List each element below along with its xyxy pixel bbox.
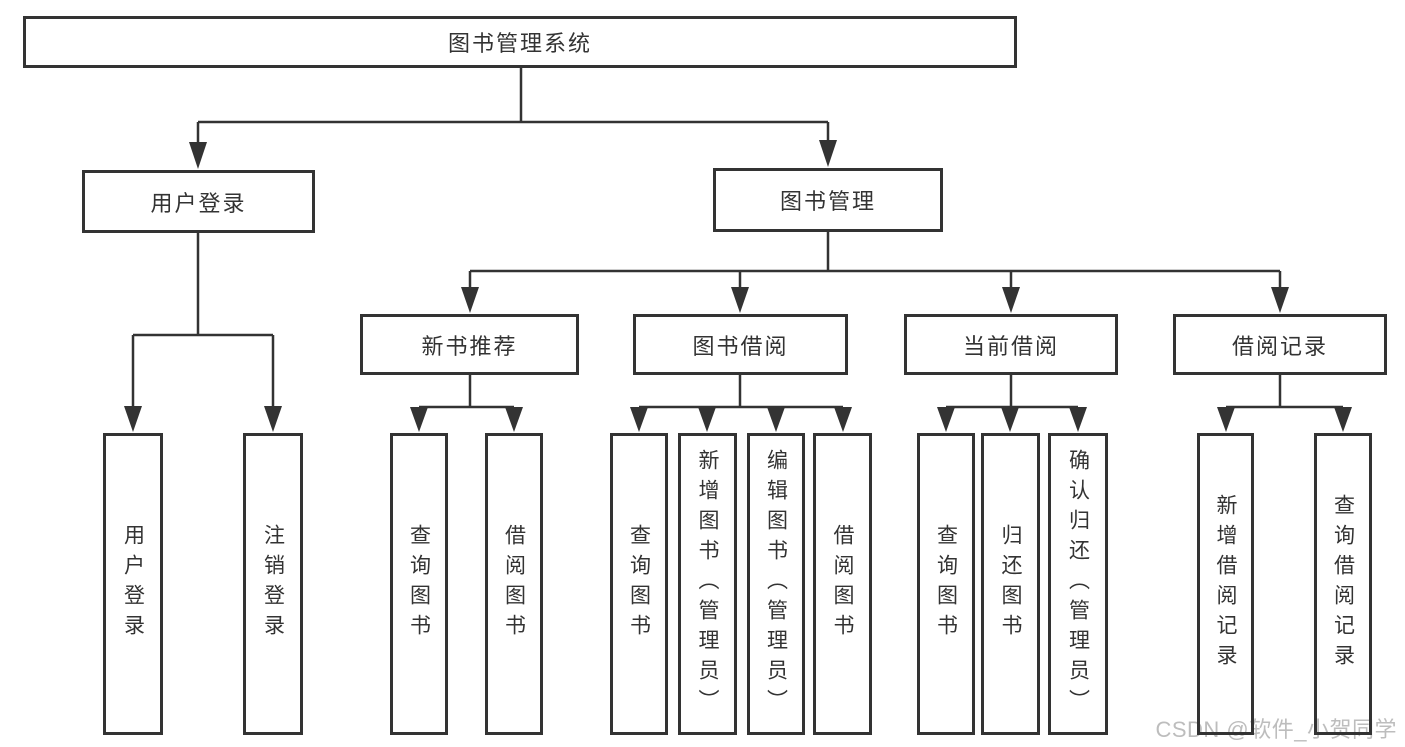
connector-records-to-leaves <box>1217 375 1352 432</box>
leaf-recommend-query-books: 查询图书 <box>390 433 448 735</box>
leaf-current-return-books: 归还图书 <box>981 433 1040 735</box>
connector-borrowing-to-leaves <box>630 375 852 432</box>
connector-login-to-leaves <box>124 233 282 432</box>
connector-recommend-to-leaves <box>410 375 523 432</box>
leaf-logout: 注销登录 <box>243 433 303 735</box>
node-book-borrowing: 图书借阅 <box>633 314 848 375</box>
node-current-borrowing: 当前借阅 <box>904 314 1118 375</box>
leaf-records-add-record: 新增借阅记录 <box>1197 433 1254 735</box>
node-user-login: 用户登录 <box>82 170 315 233</box>
leaf-borrowing-borrow-books: 借阅图书 <box>813 433 872 735</box>
leaf-records-query-record: 查询借阅记录 <box>1314 433 1372 735</box>
leaf-borrowing-edit-books-admin: 编辑图书（管理员） <box>747 433 805 735</box>
node-new-book-recommend: 新书推荐 <box>360 314 579 375</box>
node-system-root: 图书管理系统 <box>23 16 1017 68</box>
leaf-user-login: 用户登录 <box>103 433 163 735</box>
connector-mgmt-to-level3 <box>461 232 1289 313</box>
leaf-borrowing-query-books: 查询图书 <box>610 433 668 735</box>
leaf-current-confirm-return-admin: 确认归还（管理员） <box>1048 433 1108 735</box>
connector-current-to-leaves <box>937 375 1087 432</box>
leaf-current-query-books: 查询图书 <box>917 433 975 735</box>
csdn-watermark: CSDN @软件_小贺同学 <box>1155 717 1397 742</box>
connector-root-to-level2 <box>189 68 837 169</box>
leaf-recommend-borrow-books: 借阅图书 <box>485 433 543 735</box>
leaf-borrowing-add-books-admin: 新增图书（管理员） <box>678 433 737 735</box>
node-book-management: 图书管理 <box>713 168 943 232</box>
node-borrowing-records: 借阅记录 <box>1173 314 1387 375</box>
